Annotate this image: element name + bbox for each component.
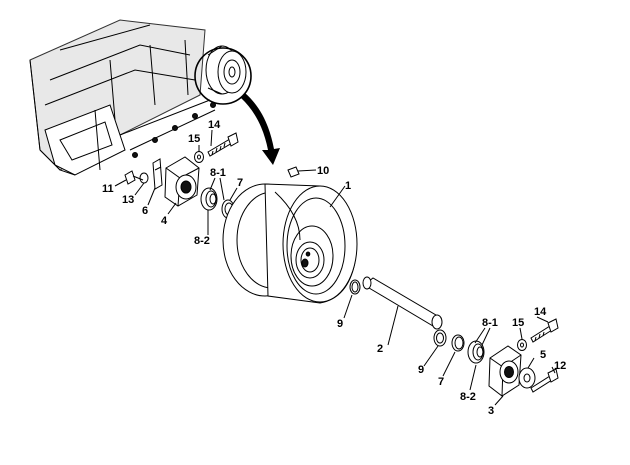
detail-zoom-circle	[194, 47, 252, 105]
bearing-block-4	[164, 156, 200, 207]
bracket-6	[152, 158, 163, 190]
oring-9-right	[433, 329, 447, 347]
callout-11: 11	[102, 183, 114, 195]
bearing-block-3	[488, 345, 522, 397]
callout-2: 2	[377, 343, 383, 355]
callout-14-left: 14	[208, 119, 221, 131]
bolt-11	[124, 170, 144, 185]
callout-14-right: 14	[534, 306, 547, 318]
machine-frame	[29, 19, 216, 176]
callout-8-1-right: 8-1	[482, 317, 498, 329]
callout-8-2-left: 8-2	[194, 235, 210, 247]
bolt-12	[530, 368, 559, 393]
callout-12: 12	[554, 360, 566, 372]
callout-8-2-right: 8-2	[460, 391, 476, 403]
callout-labels: 1 2 3 4 5 6 7 7 8-1 8-1 8-2 8-2 9 9 10 1…	[102, 119, 566, 417]
callout-10: 10	[317, 165, 329, 177]
washer-13	[139, 172, 149, 184]
bushing-5	[518, 367, 536, 389]
callout-1: 1	[345, 180, 351, 192]
callout-7-right: 7	[438, 376, 444, 388]
leader-lines	[114, 129, 556, 406]
detail-arrow	[241, 93, 280, 165]
callout-15-right: 15	[512, 317, 524, 329]
nut-10	[287, 166, 300, 178]
washer-15-right	[517, 339, 527, 351]
bolt-14-left	[207, 132, 239, 157]
oring-7-right	[451, 334, 465, 352]
callout-3: 3	[488, 405, 494, 417]
seal-8-left	[200, 187, 218, 211]
callout-13: 13	[122, 194, 134, 206]
callout-9-center: 9	[337, 318, 343, 330]
callout-6: 6	[142, 205, 148, 217]
callout-4: 4	[161, 215, 168, 227]
shaft-2	[362, 276, 443, 330]
callout-15-left: 15	[188, 133, 200, 145]
callout-8-1-left: 8-1	[210, 167, 226, 179]
seal-8-right	[467, 340, 485, 364]
callout-7-left: 7	[237, 177, 243, 189]
callout-5: 5	[540, 349, 546, 361]
track-roller-1	[222, 183, 358, 304]
oring-9-center	[349, 279, 361, 295]
callout-9-right: 9	[418, 364, 424, 376]
bolt-14-right	[530, 318, 559, 343]
washer-15-left	[194, 151, 204, 163]
